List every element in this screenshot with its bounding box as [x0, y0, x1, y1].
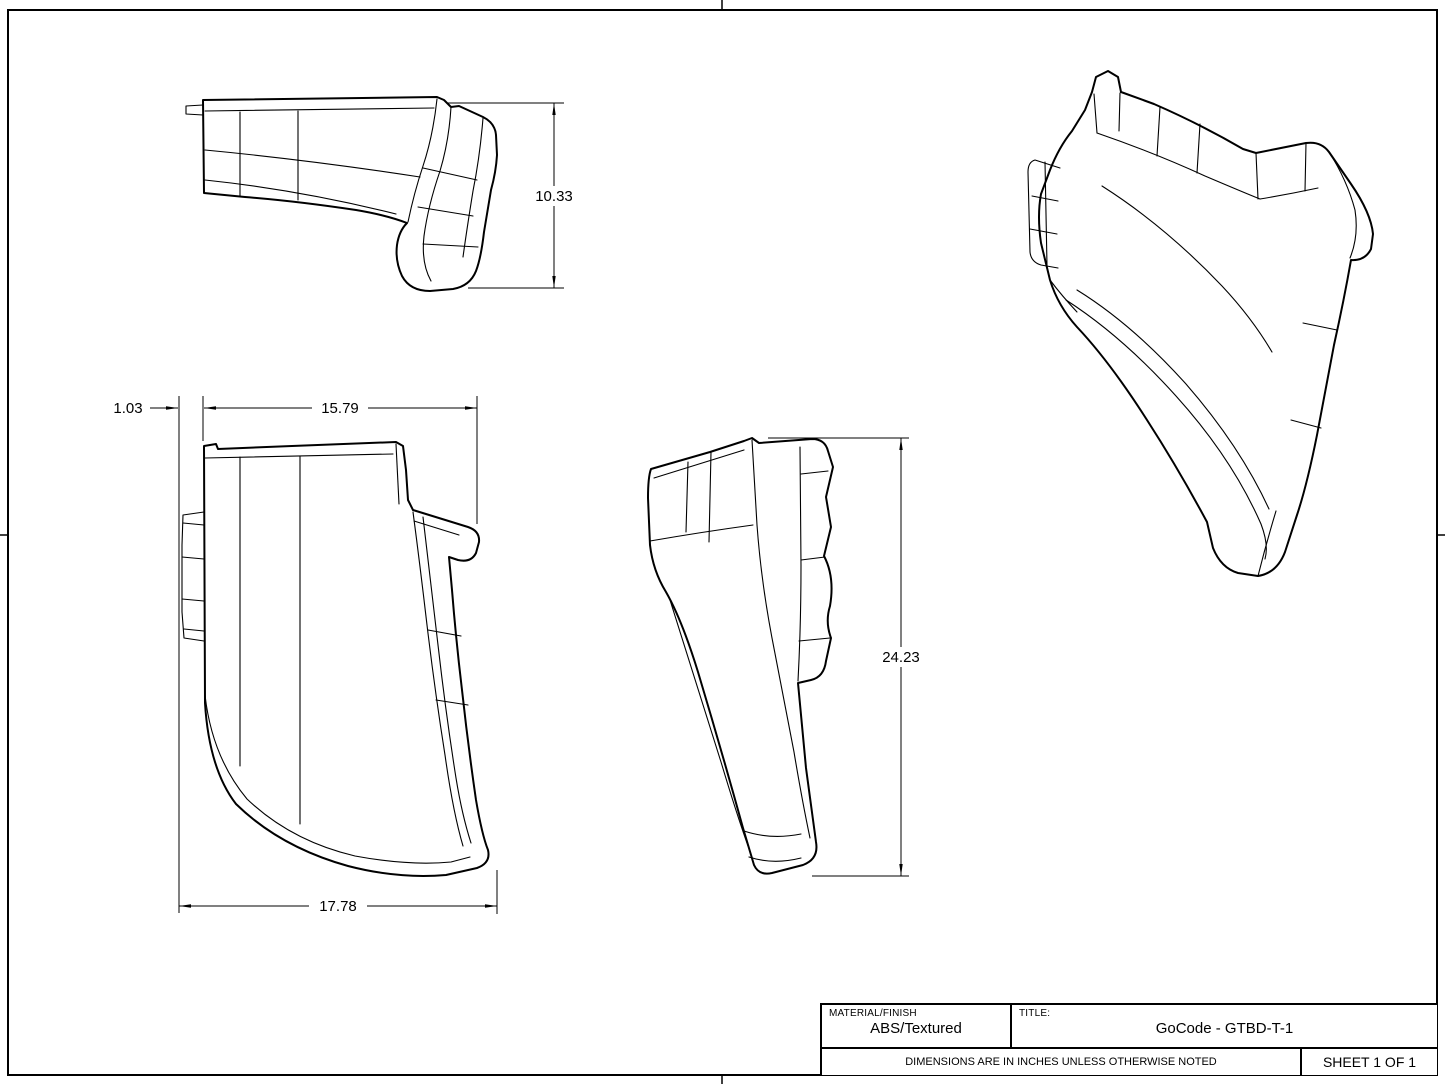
dimension-17-78: 17.78	[179, 870, 498, 916]
side-flange	[181, 511, 205, 642]
view-isometric	[1027, 70, 1374, 577]
dimension-24-23: 24.23	[768, 437, 930, 877]
mount-tab	[185, 104, 204, 116]
sheet-number: SHEET 1 OF 1	[1300, 1049, 1437, 1075]
title-label: TITLE:	[1019, 1008, 1051, 1019]
title-block: MATERIAL/FINISH ABS/Textured TITLE: GoCo…	[820, 1003, 1437, 1075]
part-outline	[1038, 70, 1374, 577]
dimension-10-33: 10.33	[448, 102, 582, 289]
dimension-15-79: 15.79	[204, 396, 478, 524]
title-block-top-row: MATERIAL/FINISH ABS/Textured TITLE: GoCo…	[822, 1005, 1437, 1047]
view-front-large	[181, 441, 490, 877]
iso-side-flange	[1027, 159, 1061, 269]
view-profile-middle	[647, 437, 834, 875]
dimension-1-03: 1.03	[113, 396, 204, 913]
title-block-bottom-row: DIMENSIONS ARE IN INCHES UNLESS OTHERWIS…	[822, 1047, 1437, 1075]
units-note: DIMENSIONS ARE IN INCHES UNLESS OTHERWIS…	[905, 1056, 1217, 1068]
dimension-value: 24.23	[882, 649, 920, 666]
title-cell: TITLE: GoCode - GTBD-T-1	[1012, 1005, 1437, 1047]
part-outline	[647, 437, 834, 875]
view-side-top-left	[185, 96, 498, 292]
material-finish-value: ABS/Textured	[870, 1020, 962, 1037]
dimension-value: 15.79	[321, 400, 359, 417]
dimension-value: 10.33	[535, 188, 573, 205]
drawing-title: GoCode - GTBD-T-1	[1155, 1020, 1294, 1037]
dimension-value: 17.78	[319, 898, 357, 915]
part-outline	[203, 441, 490, 877]
sheet-border	[7, 9, 1438, 1076]
part-outline	[202, 96, 498, 292]
material-finish-label: MATERIAL/FINISH	[829, 1008, 917, 1019]
dimension-value: 1.03	[113, 400, 142, 417]
material-finish-cell: MATERIAL/FINISH ABS/Textured	[822, 1005, 1012, 1047]
